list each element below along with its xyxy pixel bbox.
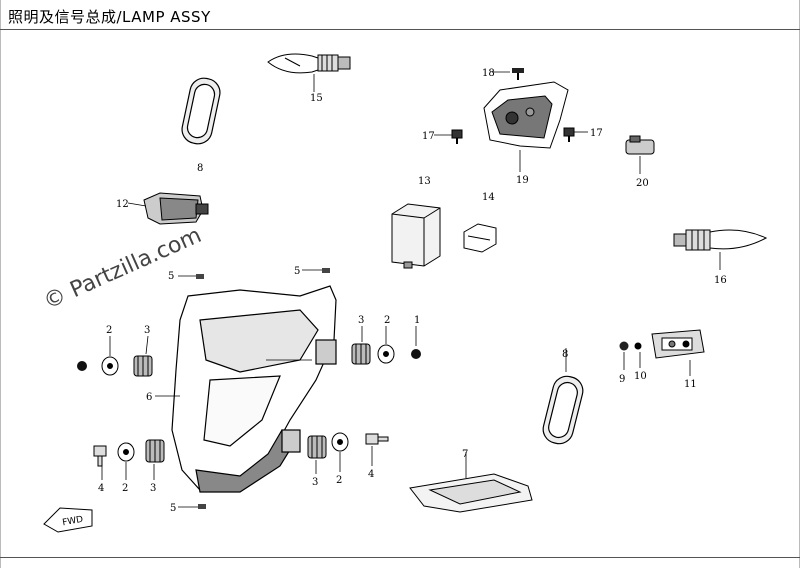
callout-3-right: 3 [358, 315, 364, 326]
part-9-nut[interactable] [619, 341, 629, 351]
callout-2-left: 2 [106, 325, 112, 336]
title-separator [0, 29, 800, 30]
callout-2-bottom-right-text: 2 [336, 475, 342, 486]
diagram-title: 照明及信号总成/LAMP ASSY [8, 8, 211, 26]
part-2-washer-bottom-right[interactable] [331, 432, 349, 452]
callout-12: 12 [116, 199, 129, 210]
part-7-lamp-cover[interactable] [409, 473, 533, 513]
part-6-headlight-housing[interactable] [171, 285, 337, 493]
part-13-relay[interactable] [391, 203, 441, 269]
part-3-grommet-bottom-left[interactable] [145, 439, 165, 463]
part-3-grommet-bottom-right[interactable] [307, 435, 327, 459]
part-17-screw-right[interactable] [563, 127, 575, 142]
callout-9: 9 [619, 374, 625, 385]
part-4-bolt-left[interactable] [93, 445, 107, 467]
frame-bottom-border [0, 557, 800, 558]
callout-19: 19 [516, 175, 529, 186]
callout-17-left: 17 [422, 131, 435, 142]
part-5-screw-top-right[interactable] [322, 268, 330, 273]
part-2-washer-left[interactable] [101, 356, 119, 376]
part-8-reflector-lower[interactable] [540, 373, 586, 446]
callout-2-right: 2 [384, 315, 390, 326]
callout-8-upper: 8 [197, 163, 203, 174]
part-3-grommet-right[interactable] [351, 343, 371, 365]
part-8-reflector-upper[interactable] [179, 76, 222, 147]
part-3-grommet-left[interactable] [133, 355, 153, 377]
part-10-washer[interactable] [634, 342, 642, 350]
callout-7: 7 [462, 449, 468, 460]
callout-20: 20 [636, 178, 649, 189]
callout-10: 10 [634, 371, 647, 382]
callout-5-bottom: 5 [170, 503, 176, 514]
callout-13: 13 [418, 176, 431, 187]
callout-3-bottom-right: 3 [312, 477, 318, 488]
part-16-rear-turn-signal[interactable] [673, 229, 768, 251]
callout-6: 6 [146, 392, 152, 403]
part-4-bolt-right[interactable] [365, 433, 389, 445]
part-11-plate-bracket[interactable] [651, 329, 705, 359]
callout-2-bottom: 2 [122, 483, 128, 494]
callout-3-bottom-left: 3 [150, 483, 156, 494]
callout-5-top-left: 5 [168, 271, 174, 282]
frame-left-border [0, 0, 1, 568]
callout-1: 1 [414, 315, 420, 326]
part-1-nut[interactable] [411, 349, 421, 359]
part-15-front-turn-signal[interactable] [267, 53, 351, 74]
part-14-connector[interactable] [463, 223, 497, 253]
callout-15: 15 [310, 93, 323, 104]
callout-4-right: 4 [368, 469, 374, 480]
part-2-washer-right[interactable] [377, 344, 395, 364]
part-2-washer-bottom-left[interactable] [117, 442, 135, 462]
callout-11: 11 [684, 379, 697, 390]
fwd-arrow-icon: FWD [43, 507, 93, 533]
part-20-socket[interactable] [625, 135, 655, 155]
callout-14: 14 [482, 192, 495, 203]
part-5-screw-bottom[interactable] [198, 504, 206, 509]
callout-8-lower: 8 [562, 349, 568, 360]
callout-4-left: 4 [98, 483, 104, 494]
part-5-screw-top-left[interactable] [196, 274, 204, 279]
callout-5-top-right: 5 [294, 266, 300, 277]
part-12-plate-light[interactable] [143, 192, 209, 225]
callout-16: 16 [714, 275, 727, 286]
part-1-nut-left[interactable] [77, 361, 87, 371]
callout-3-left: 3 [144, 325, 150, 336]
callout-18: 18 [482, 68, 495, 79]
callout-17-right: 17 [590, 128, 603, 139]
fwd-label: FWD [62, 515, 84, 529]
part-17-screw-left[interactable] [451, 129, 463, 144]
part-18-screw[interactable] [512, 68, 524, 80]
part-19-tail-light[interactable] [483, 81, 569, 149]
